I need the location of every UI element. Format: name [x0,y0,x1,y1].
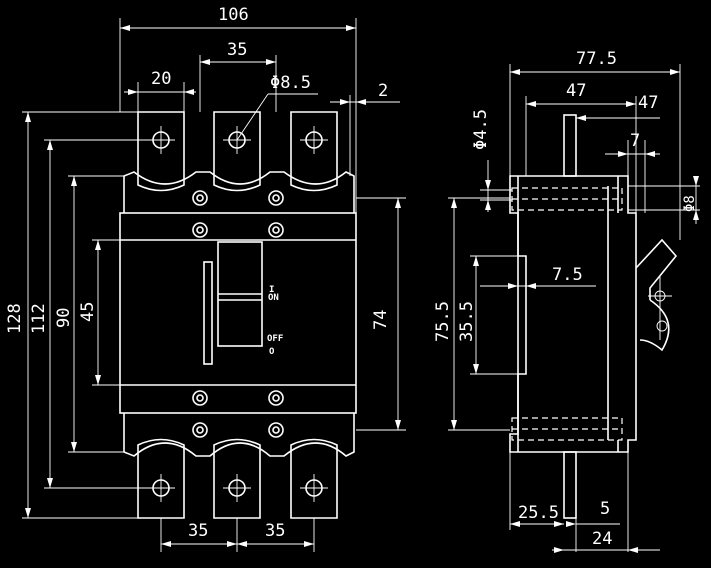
dim-offset-2: 2 [378,81,388,101]
dim-depth-77-5: 77.5 [576,49,617,69]
dim-height-90: 90 [54,308,74,328]
bottom-terminals [137,438,338,519]
side-handle-lever [635,238,678,300]
dim-depth-47-a: 47 [566,81,586,101]
top-terminal-cover [123,171,355,213]
top-terminal-1 [137,111,185,192]
dim-height-74: 74 [371,310,391,330]
dim-height-45: 45 [78,302,98,322]
on-label: ON [268,293,279,303]
dim-hole-8-5: Φ8.5 [270,73,311,93]
side-dimensions: 77.5 47 47 7 Φ4.5 Φ8 [433,49,700,553]
dim-24: 24 [592,529,612,549]
side-view [509,114,678,519]
bottom-terminal-2 [213,438,261,519]
side-top-stud [563,114,577,177]
side-bottom-stud [563,451,577,519]
mounting-screws [192,190,284,438]
dim-terminal-20: 20 [151,69,171,89]
on-mark: I [269,285,274,295]
front-body-outline [119,212,357,414]
off-label: OFF [267,334,283,344]
top-terminal-3 [290,111,338,192]
side-handle-body [639,299,670,352]
bottom-terminal-cover [123,413,355,457]
dim-height-112: 112 [29,303,49,334]
off-mark: O [269,347,275,357]
front-view: I ON OFF O [119,111,357,519]
front-dimensions: 106 35 20 Φ8.5 2 128 [5,5,406,552]
dim-7-5: 7.5 [552,265,583,285]
top-terminals [137,111,338,192]
dim-pitch-35-bottom-2: 35 [265,521,285,541]
dim-pitch-35-top: 35 [227,40,247,60]
dim-pitch-35-bottom-1: 35 [188,521,208,541]
handle-slot [203,261,213,365]
dim-25-5: 25.5 [518,503,559,523]
side-body-outline [509,175,637,453]
top-terminal-2 [213,111,261,192]
dim-5: 5 [600,499,610,519]
dim-hole-8: Φ8 [682,195,698,212]
dim-width-106: 106 [218,5,249,25]
dim-height-35-5: 35.5 [457,301,477,342]
bottom-terminal-1 [137,438,185,519]
dim-7: 7 [630,131,640,151]
dim-depth-47-b: 47 [638,93,658,113]
dim-height-128: 128 [5,303,25,334]
dim-hole-4-5: Φ4.5 [471,109,491,150]
bottom-terminal-3 [290,438,338,519]
dim-height-75-5: 75.5 [433,301,453,342]
